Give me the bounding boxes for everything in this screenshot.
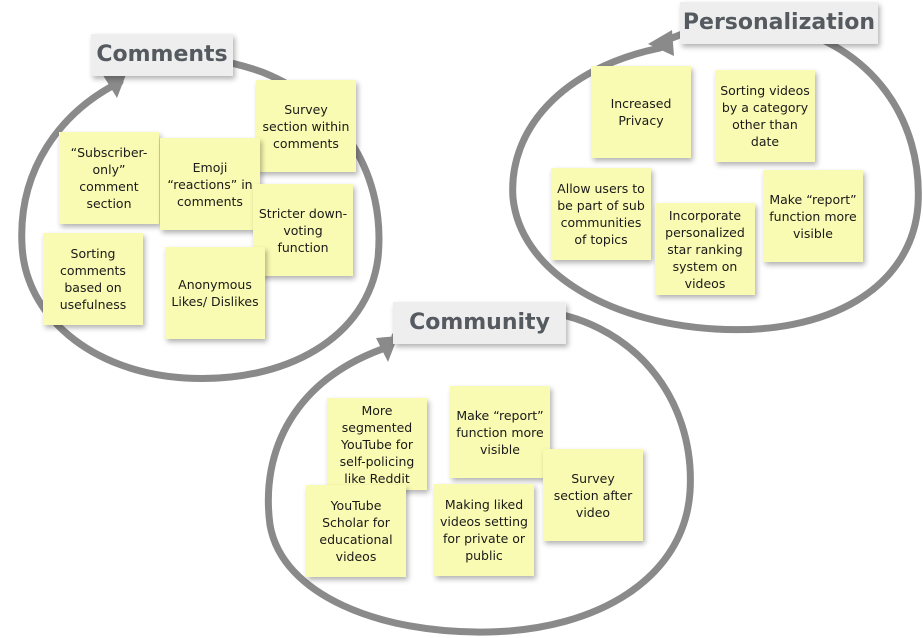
sticky-note-text: Sorting comments based on usefulness bbox=[59, 246, 127, 312]
sticky-note-text: Make “report” function more visible bbox=[456, 407, 544, 457]
community-loop-arrowhead bbox=[376, 336, 398, 362]
sticky-note-text: Stricter down-voting function bbox=[258, 205, 348, 255]
sticky-note-text: Survey section within comments bbox=[262, 101, 350, 151]
sticky-note-text: Allow users to be part of sub communitie… bbox=[557, 181, 645, 247]
sticky-note[interactable]: Sorting videos by a category other than … bbox=[715, 70, 815, 162]
sticky-note-text: Make “report” function more visible bbox=[769, 191, 857, 241]
sticky-note-text: “Subscriber-only” comment section bbox=[70, 145, 148, 211]
sticky-note[interactable]: YouTube Scholar for educational videos bbox=[306, 485, 406, 577]
sticky-note-text: More segmented YouTube for self-policing… bbox=[339, 402, 415, 486]
sticky-note-text: YouTube Scholar for educational videos bbox=[319, 498, 393, 564]
sticky-note-text: Sorting videos by a category other than … bbox=[720, 83, 810, 149]
sticky-note-text: Incorporate personalized star ranking sy… bbox=[665, 207, 745, 291]
sticky-note[interactable]: Incorporate personalized star ranking sy… bbox=[655, 203, 755, 295]
sticky-note[interactable]: Sorting comments based on usefulness bbox=[43, 233, 143, 325]
sticky-note[interactable]: Stricter down-voting function bbox=[253, 184, 353, 276]
sticky-note[interactable]: Making liked videos setting for private … bbox=[434, 484, 534, 576]
comments-title: Comments bbox=[91, 34, 233, 76]
sticky-note-text: Emoji “reactions” in comments bbox=[167, 159, 253, 209]
comments-loop-arrowhead bbox=[101, 72, 127, 98]
sticky-note-text: Anonymous Likes/ Dislikes bbox=[171, 277, 259, 309]
sticky-note-text: Survey section after video bbox=[553, 470, 633, 520]
sticky-note[interactable]: Make “report” function more visible bbox=[450, 386, 550, 478]
sticky-note[interactable]: Make “report” function more visible bbox=[763, 170, 863, 262]
comments-loop bbox=[18, 52, 383, 383]
sticky-note[interactable]: Emoji “reactions” in comments bbox=[160, 138, 260, 230]
sticky-note-text: Making liked videos setting for private … bbox=[440, 497, 528, 563]
personalization-title: Personalization bbox=[680, 2, 878, 44]
sticky-note[interactable]: Increased Privacy bbox=[591, 66, 691, 158]
sticky-note[interactable]: Anonymous Likes/ Dislikes bbox=[165, 247, 265, 339]
sticky-note-text: Increased Privacy bbox=[610, 96, 672, 128]
sticky-note[interactable]: Survey section after video bbox=[543, 449, 643, 541]
personalization-loop-arrowhead bbox=[648, 30, 674, 56]
community-title: Community bbox=[393, 302, 566, 344]
sticky-note[interactable]: “Subscriber-only” comment section bbox=[59, 132, 159, 224]
sticky-note[interactable]: More segmented YouTube for self-policing… bbox=[327, 398, 427, 490]
sticky-note[interactable]: Survey section within comments bbox=[256, 80, 356, 172]
sticky-note[interactable]: Allow users to be part of sub communitie… bbox=[551, 168, 651, 260]
